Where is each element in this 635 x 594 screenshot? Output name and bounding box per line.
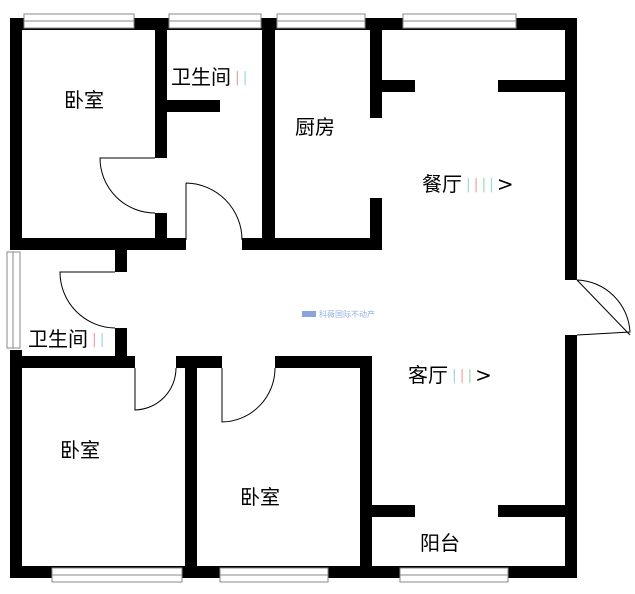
room-label-balcony: 阳台: [420, 531, 460, 555]
walls: [10, 18, 577, 578]
room-label-bathroom: 卫生间||: [28, 327, 108, 351]
room-label-bedroom: 卧室: [60, 438, 100, 462]
room-label-bedroom: 卧室: [240, 485, 280, 509]
windows: [6, 13, 517, 583]
room-name: 卫生间: [28, 327, 88, 351]
watermark-logo-icon: [302, 311, 316, 317]
room-label-living: 客厅|||>: [408, 363, 492, 387]
room-name: 卫生间: [171, 65, 231, 89]
room-label-dining: 餐厅||||>: [422, 172, 514, 196]
watermark: 科薇国际不动产: [302, 309, 375, 320]
door-swings: [59, 157, 631, 423]
room-label-bathroom: 卫生间||: [171, 65, 251, 89]
room-label-kitchen: 厨房: [295, 115, 335, 139]
watermark-text: 科薇国际不动产: [319, 310, 375, 319]
arrow-icon: >: [475, 363, 492, 387]
room-label-bedroom: 卧室: [64, 88, 104, 112]
arrow-icon: >: [496, 172, 514, 196]
room-name: 餐厅: [422, 172, 462, 196]
room-name: 客厅: [408, 363, 448, 387]
